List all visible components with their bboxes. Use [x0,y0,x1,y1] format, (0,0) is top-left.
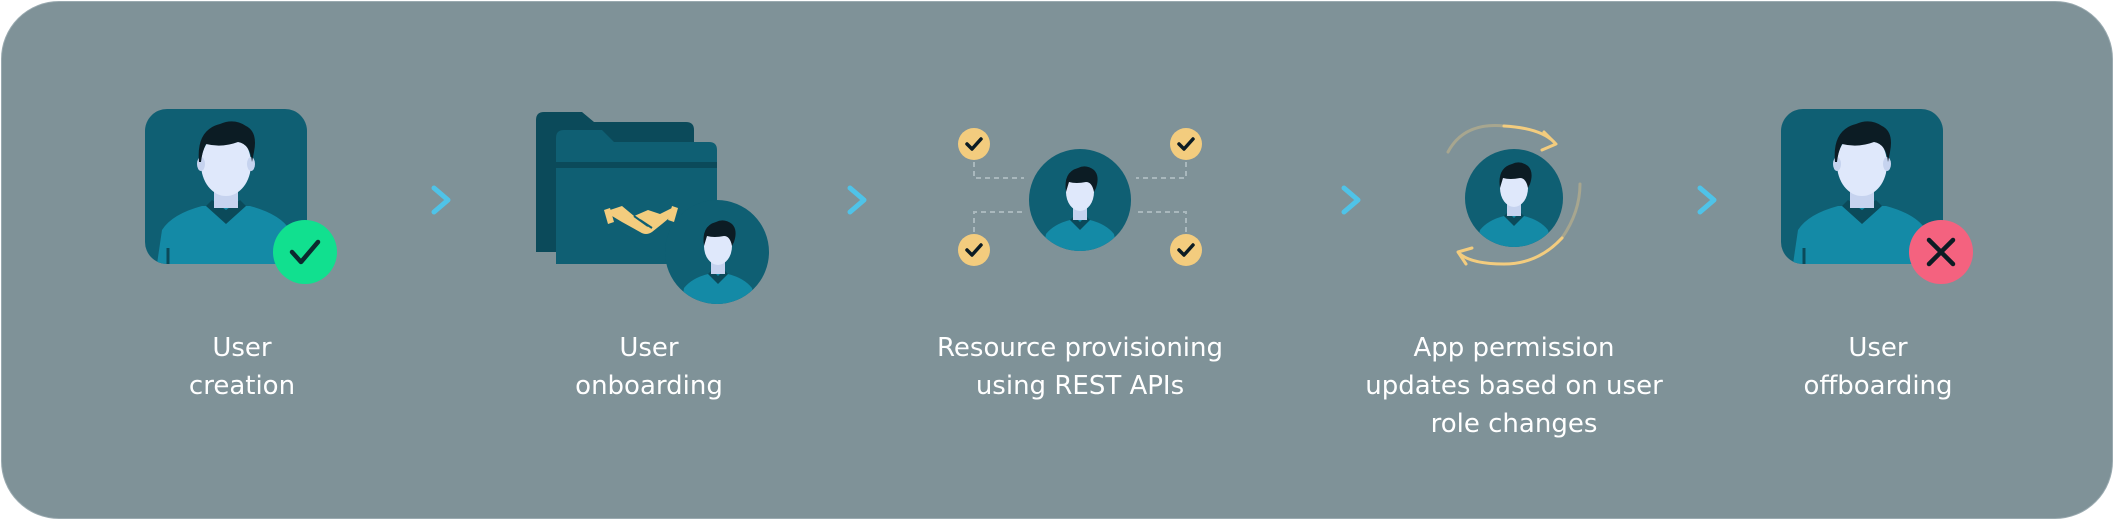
step-label: User offboarding [1778,329,1978,405]
handshake-icon [604,206,678,234]
step-label: User creation [142,329,342,405]
label-line: role changes [1430,409,1598,439]
arrow-right-icon [1660,185,1717,215]
label-line: Resource provisioning [937,333,1223,363]
label-line: User [212,333,272,363]
success-badge [273,220,337,284]
label-line: creation [188,371,296,401]
resource-provisioning-illustration [958,128,1202,266]
step-label: User onboarding [549,329,749,405]
user-icon [157,121,295,264]
label-line: onboarding [575,371,723,401]
label-line: User [619,333,679,363]
step-label: Resource provisioning using REST APIs [929,329,1231,405]
close-icon [1926,237,1956,267]
check-bubble [958,234,990,266]
label-line: User [1848,333,1908,363]
check-icon [965,243,983,257]
check-icon [1177,243,1195,257]
arrow-right-icon [394,185,451,215]
arrow-right-icon [810,185,867,215]
user-onboarding-illustration [536,112,769,304]
user-offboarding-illustration [1781,109,1973,284]
check-bubble [1170,128,1202,160]
check-icon [1177,137,1195,151]
arrow-right-icon [1304,185,1361,215]
sync-arrows-icon [1446,124,1582,266]
user-creation-illustration [145,109,337,284]
label-line: App permission [1413,333,1615,363]
check-icon [965,137,983,151]
label-line: updates based on user [1365,371,1663,401]
check-icon [289,239,321,265]
label-line: using REST APIs [975,371,1185,401]
user-icon [1793,121,1931,264]
step-label: App permission updates based on user rol… [1354,329,1674,443]
app-permission-illustration [1446,124,1582,266]
check-bubble [958,128,990,160]
label-line: offboarding [1803,371,1953,401]
check-bubble [1170,234,1202,266]
